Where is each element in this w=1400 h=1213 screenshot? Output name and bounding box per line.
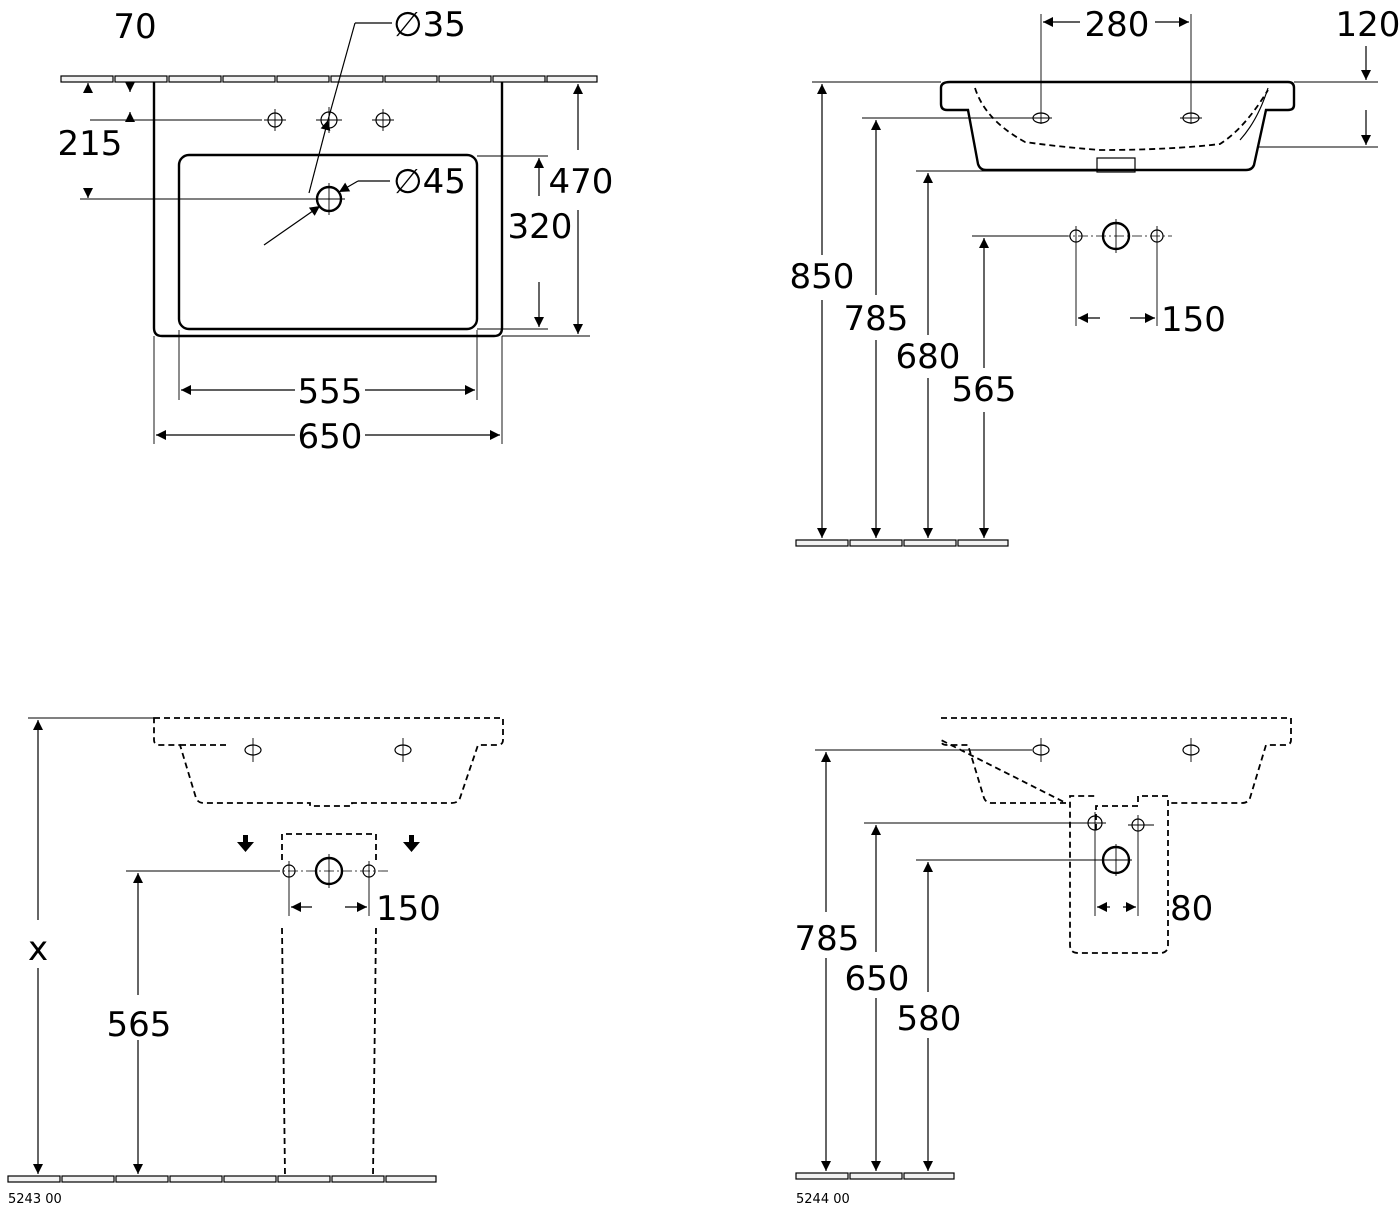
- dim-label-70: 70: [113, 7, 156, 47]
- dim-label-215: 215: [58, 124, 123, 164]
- basin-hidden-outline: [153, 717, 504, 807]
- product-code-5243: 5243 00: [8, 1192, 62, 1207]
- dim-label-80: 80: [1170, 889, 1213, 929]
- dim-label-280: 280: [1085, 5, 1150, 45]
- basin-side-outline: [939, 80, 1296, 172]
- dim-label-565-side: 565: [952, 370, 1017, 410]
- tap-hole-center: [316, 107, 342, 133]
- dim-label-120: 120: [1336, 5, 1400, 45]
- dim-label-150-side: 150: [1161, 300, 1226, 340]
- dim-label-580: 580: [897, 999, 962, 1039]
- product-code-5244: 5244 00: [796, 1192, 850, 1207]
- tap-hole-right-hidden: [394, 738, 412, 762]
- dim-label-dia45: ∅45: [393, 162, 466, 202]
- dim-label-150-pedestal: 150: [376, 889, 441, 929]
- dim-label-dia35: ∅35: [393, 5, 466, 45]
- tap-hole-left-hidden-2: [1032, 738, 1050, 762]
- basin-inner-hidden: [974, 87, 1269, 151]
- basin-outline: [152, 82, 504, 338]
- down-arrow-icon-left: [237, 835, 254, 852]
- floor-strip-side: [795, 539, 1009, 547]
- down-arrow-icon-right: [403, 835, 420, 852]
- semipedestal-hidden: [1069, 795, 1169, 954]
- wall-strip: [60, 75, 598, 83]
- side-view: 280 120 850 785 680 565: [790, 5, 1400, 547]
- tap-hole-right: [372, 109, 394, 131]
- semipedestal-view: 80 785 650 580 5244 00: [795, 717, 1292, 1207]
- dim-label-785-semipedestal: 785: [795, 919, 860, 959]
- trap-connection-side: [1060, 219, 1172, 253]
- dim-label-785: 785: [844, 299, 909, 339]
- pedestal-column-hidden: [281, 927, 377, 1177]
- basin-inner-curve: [1239, 87, 1269, 141]
- dim-label-x: x: [28, 929, 48, 969]
- trap-connection-semipedestal: [1084, 812, 1154, 876]
- basin-hidden-outline-2: [940, 717, 1292, 804]
- dim-label-680: 680: [896, 337, 961, 377]
- dim-label-650-semipedestal: 650: [845, 959, 910, 999]
- dim-label-470: 470: [549, 162, 614, 202]
- dim-label-565-pedestal: 565: [107, 1005, 172, 1045]
- drain-outlet: [1096, 157, 1136, 173]
- pedestal-view: 150 x 565 5243 00: [7, 717, 504, 1207]
- trap-connection-pedestal: [270, 854, 388, 888]
- dim-label-650: 650: [298, 417, 363, 457]
- dim-label-555: 555: [298, 372, 363, 412]
- pedestal-top-hidden: [281, 833, 377, 860]
- tap-hole-right-hidden-2: [1182, 738, 1200, 762]
- tap-hole-left: [264, 109, 286, 131]
- dim-label-850: 850: [790, 257, 855, 297]
- bowl-outline: [177, 153, 479, 331]
- top-view: 70 215 ∅35 ∅45 470 320 555: [58, 5, 614, 457]
- floor-strip-pedestal: [7, 1175, 437, 1183]
- floor-strip-semipedestal: [795, 1172, 955, 1180]
- tap-hole-left-hidden: [244, 738, 262, 762]
- dim-label-320: 320: [508, 207, 573, 247]
- drain-hole: [313, 183, 345, 215]
